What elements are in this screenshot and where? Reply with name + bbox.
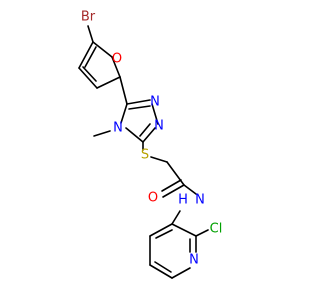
bond-c-n [183,184,197,195]
atom-h-amide: H [178,193,188,208]
atom-br: Br [81,10,96,25]
bond-br-c [87,25,94,43]
bond-n-pyridine [171,210,181,225]
atom-n-triazole-methyl: N [113,121,123,136]
bond-furan-c3-c4 [78,67,98,89]
atom-labels: Br O N N N S O N H Cl N [81,10,222,268]
bond-furan-c4-c5 [78,41,94,69]
bond-pyr-c6-c5-inner [154,261,172,273]
bond-c-o-1 [162,184,185,198]
atom-cl: Cl [210,222,223,237]
atom-n-triazole-1: N [150,95,160,110]
bond-triazole-c3-n2 [126,99,151,105]
bond-triazole-c3-n2-double [128,105,151,110]
bond-pyr-c4-c3-inner [155,229,173,239]
bond-furan-c2-c3 [96,76,121,89]
bond-c-cl [195,229,209,237]
bond-furan-c3-c4-inner [82,66,97,82]
bonds [78,25,209,279]
bond-pyr-n1-c6 [171,267,191,279]
bond-triazole-n1-c5-double [139,123,151,137]
bond-triazole-n4-c3 [120,103,128,124]
bond-pyr-c6-c5 [149,264,173,279]
atom-o-furan: O [112,52,122,67]
molecule-structure: Br O N N N S O N H Cl N [78,10,222,279]
bond-furan-triazole [119,76,128,105]
atom-n-triazole-2: N [154,119,164,134]
atom-n-amide: N [195,193,205,208]
bond-pyr-c4-c3 [149,223,173,237]
atom-s: S [141,148,149,163]
bond-c-o-2 [161,179,182,192]
bond-n-methyl [93,130,111,137]
atom-o-carbonyl: O [148,191,158,206]
bond-triazole-n2-n1 [151,103,159,125]
atom-n-pyridine: N [189,253,199,268]
bond-ch2-carbonyl [166,161,185,186]
bond-triazole-n1-c5 [142,127,156,143]
bond-furan-o-c2 [111,56,121,78]
bond-furan-c4-c5-inner [84,46,97,68]
bond-s-ch2 [150,156,168,163]
bond-triazole-c5-n4 [125,127,144,143]
bond-furan-c5-o [92,41,113,58]
bond-pyr-c3-c2 [171,223,197,237]
